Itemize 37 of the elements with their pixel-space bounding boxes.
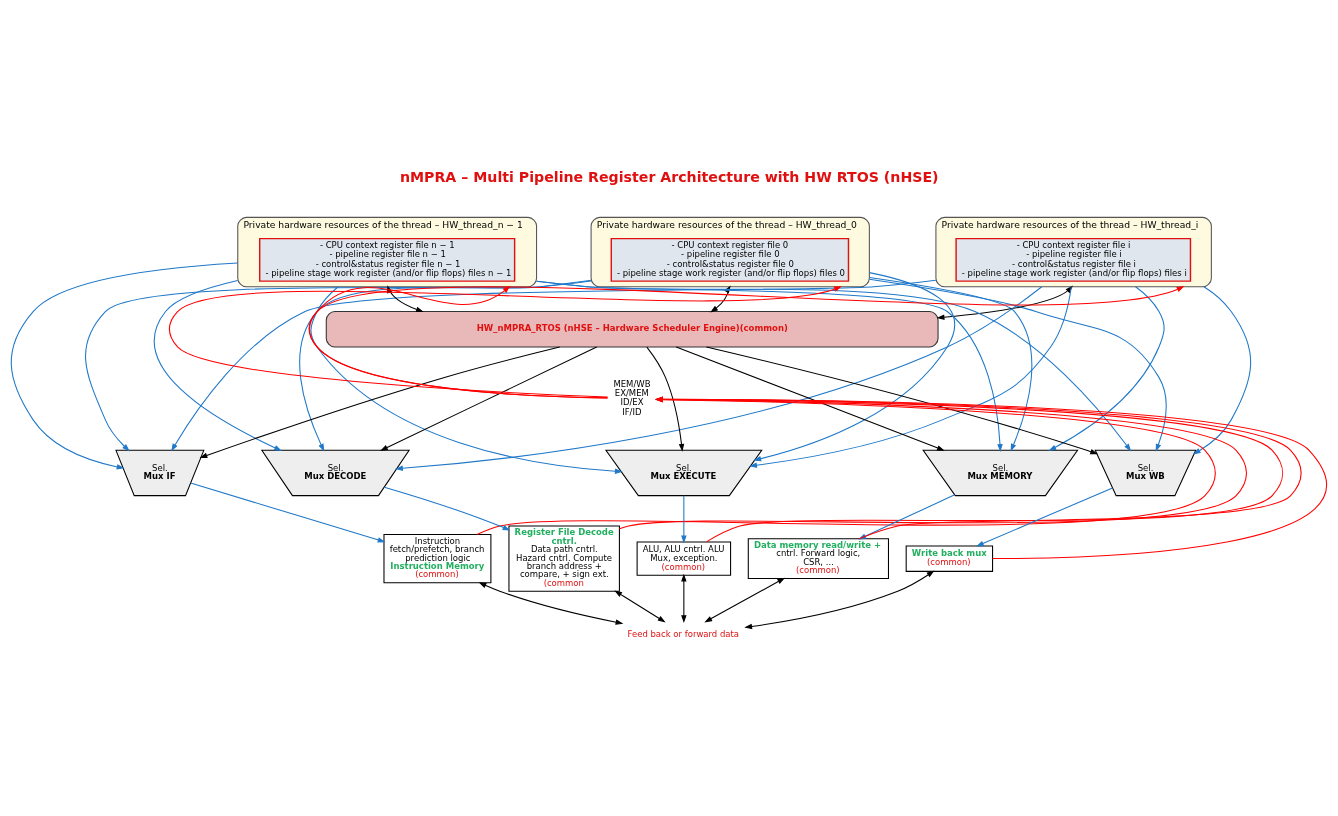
node-box: Register File Decode cntrl. Data path cntrl. Hazard cntrl. Compute branch address + compare, + sign ext. (common [508, 525, 620, 592]
arrow [681, 573, 687, 624]
node-text: Feed back or forward data [627, 628, 740, 639]
diagram-title: nMPRA – Multi Pipeline Register Architecture with HW RTOS (nHSE) [399, 169, 939, 186]
arrow [706, 346, 1099, 455]
node-box: HW_nMPRA_RTOS (nHSE – Hardware Scheduler Engine)(common) [325, 311, 939, 348]
arrow [868, 278, 1167, 452]
arrow [753, 272, 956, 462]
arrow [868, 277, 1033, 452]
node-box: - CPU context register file 0 - pipeline register file 0 - control&status register file 0 - pipeline stage work register (and/or flip flops) files 0 [610, 237, 850, 282]
arrow [153, 280, 282, 451]
arrow [383, 486, 511, 531]
node-box: - CPU context register file i - pipeline register file i - control&status register file i - pipeline stage work register (and/or flip flops) files i [955, 237, 1192, 282]
arrow [10, 262, 239, 470]
arrow [655, 396, 1327, 560]
arrow [744, 570, 935, 630]
arrow [1192, 286, 1252, 455]
node-box: Write back mux (common) [905, 545, 994, 572]
arrow [646, 346, 685, 452]
node-box: Data memory read/write + cntrl. Forward logic, CSR, ... (common) [747, 538, 889, 579]
arrow [478, 582, 624, 625]
arrow [536, 280, 1132, 452]
node-box: ALU, ALU cntrl. ALU Mux, exception. (common) [636, 541, 732, 576]
arrow [380, 346, 598, 451]
arrow [619, 396, 1247, 530]
arrow [476, 396, 1216, 536]
arrow [675, 346, 945, 451]
node-box: - CPU context register file n − 1 - pipeline register file n − 1 - control&status register file n − 1 - pipeline stage work register (and/or flip flops) files n − 1 [259, 237, 516, 282]
node-box: Instruction fetch/prefetch, branch prediction logic Instruction Memory (common) [383, 534, 492, 584]
arrow [190, 482, 386, 543]
arrow [704, 577, 786, 623]
arrow [199, 346, 561, 458]
arrow [976, 487, 1113, 547]
arrow [171, 279, 937, 452]
node-text: MEM/WB EX/MEM ID/EX IF/ID [613, 379, 651, 417]
arrow [681, 495, 687, 544]
arrow [614, 590, 666, 623]
